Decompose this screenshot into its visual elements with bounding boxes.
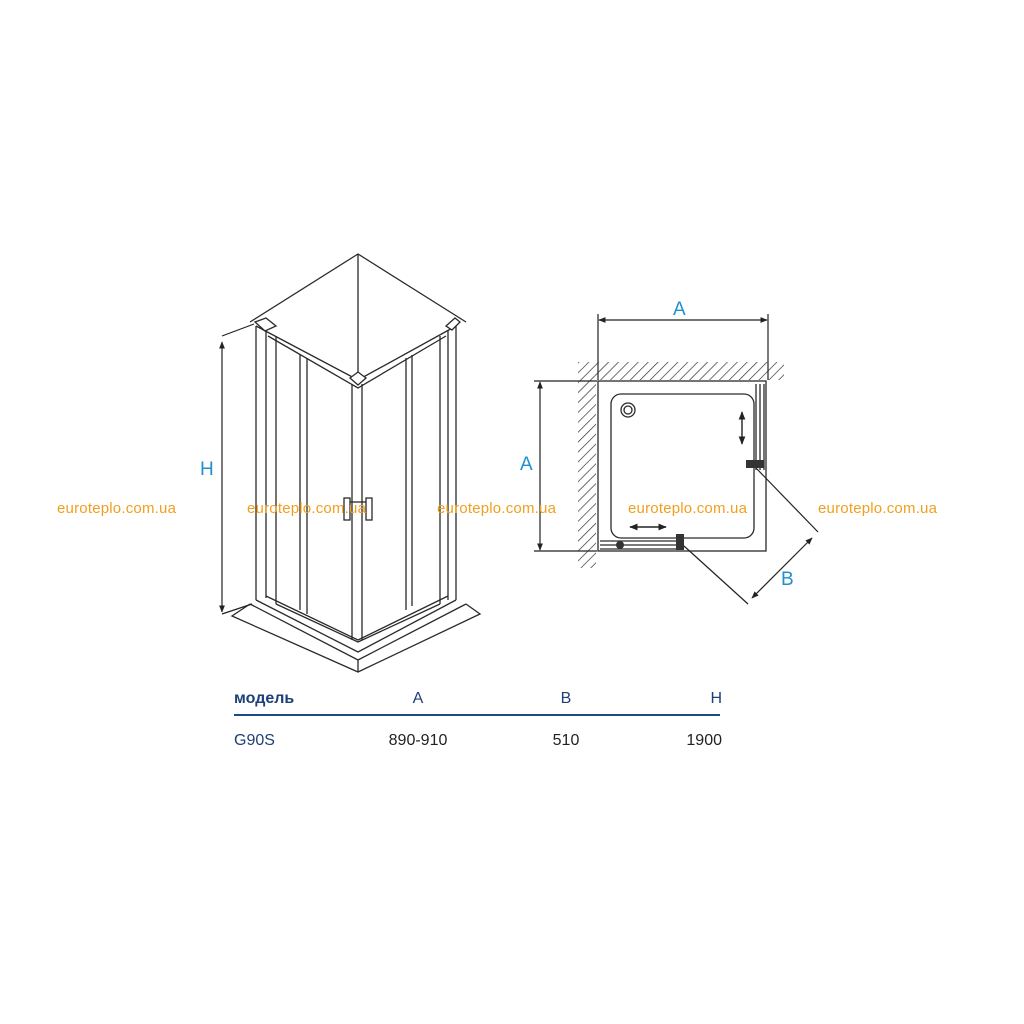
height-dimension [219,323,255,615]
plan-depth-label: A [520,454,533,475]
header-h: H [710,690,722,707]
table-row: G90S 890-910 510 1900 [234,728,722,756]
cabin-plan-view [578,362,784,568]
height-label: H [200,459,214,480]
plan-door-label: B [781,569,794,590]
header-a: A [412,690,424,707]
cabin-elevation-view [230,253,482,673]
cell-b: 510 [552,732,580,749]
plan-width-label: A [673,299,686,320]
watermark-1: euroteplo.com.ua [57,500,177,517]
spec-table-header: модель A B H [234,686,722,716]
cell-a: 890-910 [388,732,448,749]
cell-h: 1900 [686,732,722,749]
header-b: B [560,690,572,707]
watermark-2: euroteplo.com.ua [247,500,367,517]
watermark-4: euroteplo.com.ua [628,500,748,517]
back-wall-hatch [578,362,784,380]
header-model: модель [234,690,295,707]
watermark-5: euroteplo.com.ua [818,500,938,517]
watermark-3: euroteplo.com.ua [437,500,557,517]
cell-model: G90S [234,732,275,749]
plan-dimensions [534,314,819,605]
spec-table: модель A B H G90S 890-910 510 1900 [234,686,722,756]
side-wall-hatch [578,380,596,568]
